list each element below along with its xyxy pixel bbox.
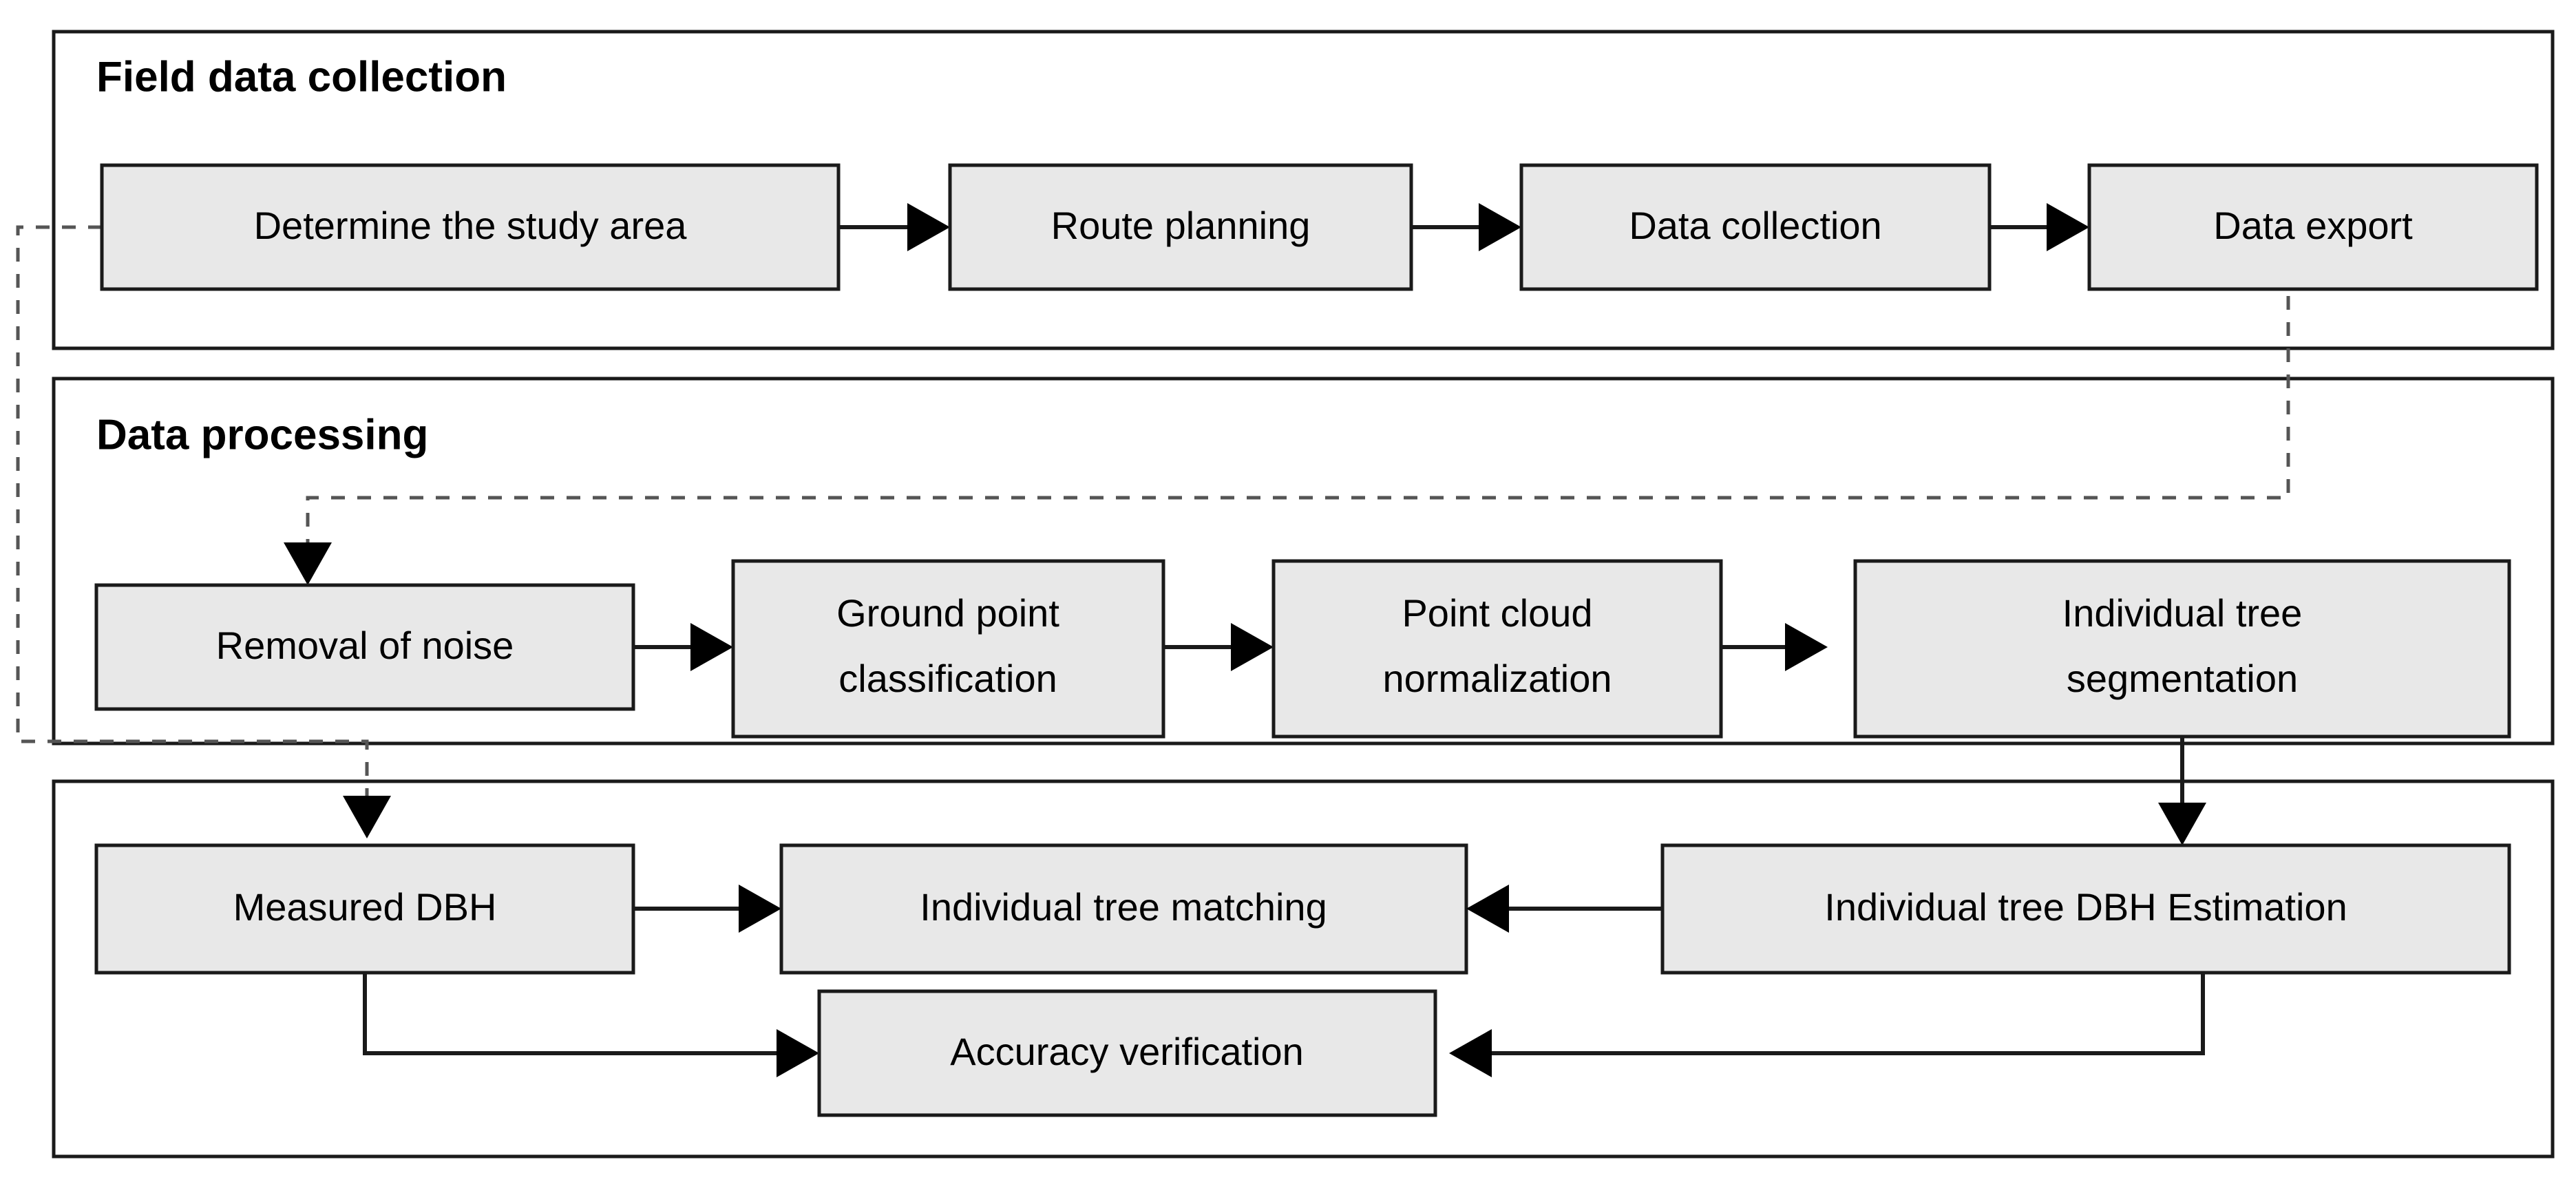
node-measured-dbh[interactable]: Measured DBH: [94, 843, 635, 975]
svg-text:Individual tree: Individual tree: [2062, 591, 2303, 635]
arrowhead-into-individual-tree-matching-right: [1466, 885, 1509, 933]
svg-text:Point cloud: Point cloud: [1402, 591, 1592, 635]
svg-text:Data export: Data export: [2213, 204, 2413, 247]
edge-measured-dbh-to-accuracy-verification: [363, 973, 781, 1055]
arrowhead-into-dbh-estimation: [2158, 803, 2206, 845]
node-individual-tree-segmentation[interactable]: Individual tree segmentation: [1853, 559, 2511, 739]
node-route-planning[interactable]: Route planning: [948, 163, 1413, 291]
svg-text:normalization: normalization: [1382, 657, 1612, 700]
edge-data-export-to-removal-of-noise: [306, 270, 2290, 552]
edge-dbh-estimation-to-accuracy-verification: [1487, 973, 2205, 1055]
arrowhead-into-accuracy-verification-right: [1449, 1029, 1492, 1077]
node-data-collection[interactable]: Data collection: [1519, 163, 1992, 291]
node-removal-of-noise[interactable]: Removal of noise: [94, 583, 635, 711]
arrowhead-into-ground-point-classification: [690, 623, 733, 671]
svg-text:Individual tree matching: Individual tree matching: [920, 885, 1327, 929]
arrowhead-into-point-cloud-normalization: [1231, 623, 1274, 671]
svg-text:Measured DBH: Measured DBH: [233, 885, 497, 929]
node-accuracy-verification[interactable]: Accuracy verification: [817, 989, 1437, 1117]
edge-study-area-to-measured-dbh: [16, 225, 369, 804]
arrowhead-into-route-planning: [907, 203, 950, 251]
svg-text:segmentation: segmentation: [2067, 657, 2298, 700]
svg-text:Removal of noise: Removal of noise: [216, 624, 514, 667]
arrowhead-into-data-collection: [1479, 203, 1521, 251]
arrowhead-into-measured-dbh: [343, 796, 391, 838]
svg-text:Ground point: Ground point: [836, 591, 1059, 635]
arrowhead-into-individual-tree-segmentation: [1785, 623, 1828, 671]
node-individual-tree-matching[interactable]: Individual tree matching: [779, 843, 1468, 975]
svg-text:classification: classification: [838, 657, 1057, 700]
svg-text:Determine the study area: Determine the study area: [254, 204, 688, 247]
arrowhead-into-individual-tree-matching-left: [739, 885, 781, 933]
node-data-export[interactable]: Data export: [2087, 163, 2539, 291]
svg-text:Accuracy verification: Accuracy verification: [950, 1030, 1304, 1073]
node-determine-the-study-area[interactable]: Determine the study area: [100, 163, 841, 291]
node-individual-tree-dbh-estimation[interactable]: Individual tree DBH Estimation: [1660, 843, 2511, 975]
group-title-field-data-collection: Field data collection: [96, 53, 507, 101]
svg-text:Route planning: Route planning: [1051, 204, 1311, 247]
svg-text:Data collection: Data collection: [1629, 204, 1881, 247]
node-point-cloud-normalization[interactable]: Point cloud normalization: [1271, 559, 1723, 739]
arrowhead-into-accuracy-verification-left: [777, 1029, 819, 1077]
node-ground-point-classification[interactable]: Ground point classification: [731, 559, 1165, 739]
group-title-data-processing: Data processing: [96, 411, 428, 458]
arrowhead-into-data-export: [2047, 203, 2089, 251]
svg-text:Individual tree DBH Estimation: Individual tree DBH Estimation: [1824, 885, 2347, 929]
arrowhead-into-removal-of-noise: [284, 542, 332, 585]
